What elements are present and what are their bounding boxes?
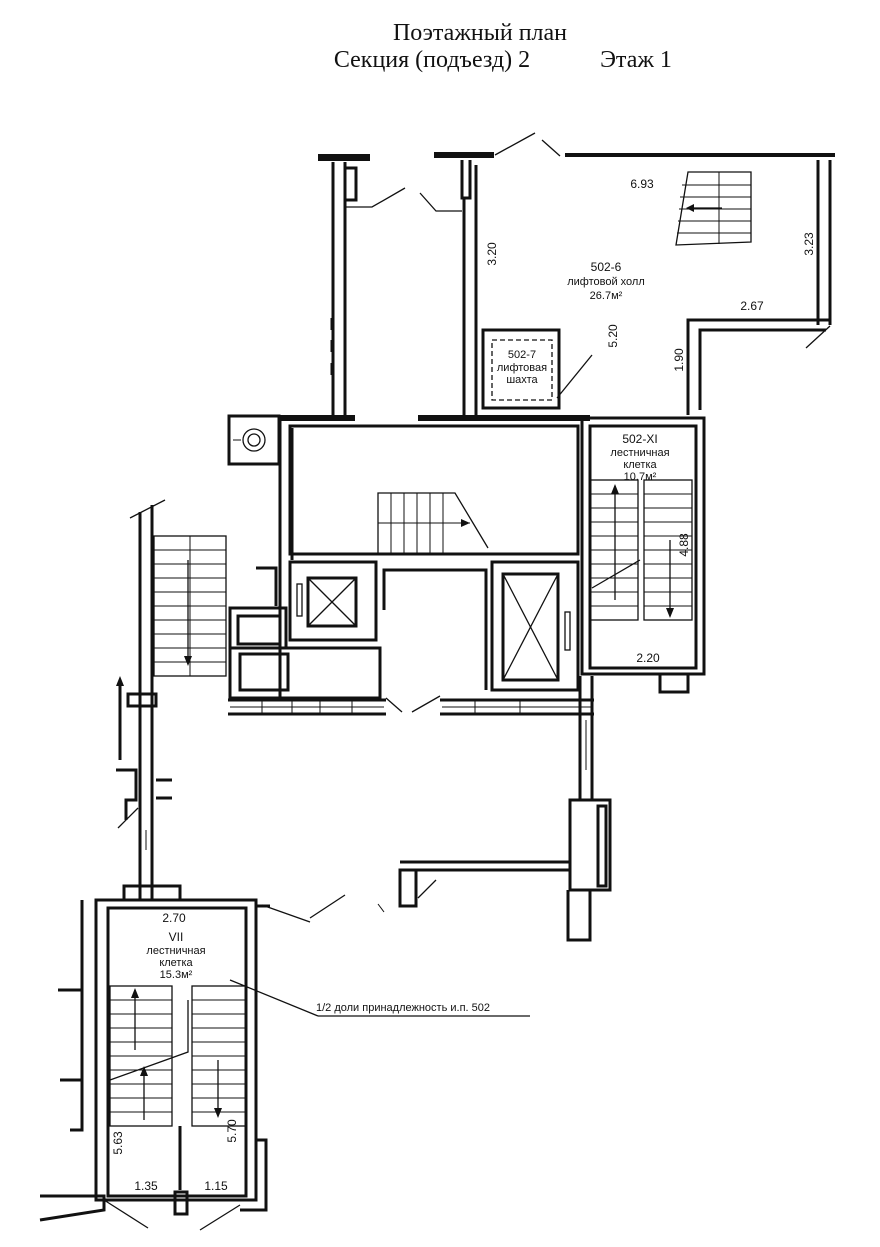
- shaft-name-1: лифтовая: [497, 362, 547, 374]
- stair-arrow-icon: [686, 204, 694, 212]
- ownership-note: 1/2 доли принадлежность и.п. 502: [229, 979, 530, 1017]
- stair-xi-name-2: клетка: [623, 459, 657, 471]
- central-core: [227, 414, 594, 716]
- plan-title: Поэтажный план: [393, 20, 567, 46]
- stair-cell-vii: 2.70 VII лестничная клетка 15.3м² 5.63 5…: [39, 884, 311, 1231]
- left-stair-down-arrow-icon: [184, 656, 192, 666]
- stair-vii-code: VII: [169, 930, 184, 944]
- stair-vii-down-arrow-icon: [214, 1108, 222, 1118]
- dim-3-23: 3.23: [802, 232, 816, 256]
- dim-1-35: 1.35: [134, 1179, 158, 1193]
- left-external-stair: [116, 499, 227, 900]
- stair-xi-up-arrow-icon: [611, 484, 619, 494]
- stair-cell-502-xi: 502-XI лестничная клетка 10.7м² 4.88 2.2…: [578, 416, 706, 800]
- section-label: Секция (подъезд) 2: [334, 47, 530, 73]
- dim-2-70: 2.70: [162, 911, 186, 925]
- dim-2-67: 2.67: [740, 299, 764, 313]
- dim-2-20: 2.20: [636, 651, 660, 665]
- shaft-code: 502-7: [508, 349, 536, 361]
- stair-xi-name-1: лестничная: [610, 447, 669, 459]
- dim-5-70: 5.70: [225, 1119, 239, 1143]
- ownership-note-text: 1/2 доли принадлежность и.п. 502: [316, 1002, 490, 1014]
- lift-hall-502-6: 6.93 3.20 3.23 2.67 5.20 1.90 502-6 лифт…: [419, 132, 835, 415]
- stair-xi-down-arrow-icon: [666, 608, 674, 618]
- dim-5-63: 5.63: [111, 1131, 125, 1155]
- dim-1-15: 1.15: [204, 1179, 228, 1193]
- stair-vii-name-2: клетка: [159, 957, 193, 969]
- core-stair-arrow-icon: [461, 519, 470, 527]
- hall-code: 502-6: [591, 260, 622, 274]
- hall-area: 26.7м²: [590, 290, 623, 302]
- stair-vii-name-1: лестничная: [146, 945, 205, 957]
- upper-left-corridor-walls: [318, 154, 406, 415]
- dim-4-88: 4.88: [677, 533, 691, 557]
- left-side-arrow-icon: [116, 676, 124, 686]
- lower-middle-walls: [309, 798, 612, 942]
- dim-3-20: 3.20: [485, 242, 499, 266]
- dim-1-90: 1.90: [672, 348, 686, 372]
- floor-label: Этаж 1: [600, 47, 672, 73]
- dim-5-20: 5.20: [606, 324, 620, 348]
- stair-vii-area: 15.3м²: [160, 969, 193, 981]
- stair-vii-up-arrow-icon-1: [131, 988, 139, 998]
- hall-name: лифтовой холл: [567, 276, 645, 288]
- stair-vii-up-arrow-icon-2: [140, 1066, 148, 1076]
- stair-xi-code: 502-XI: [622, 432, 657, 446]
- dim-6-93: 6.93: [630, 177, 654, 191]
- stair-xi-area: 10.7м²: [624, 471, 657, 483]
- shaft-name-2: шахта: [506, 374, 538, 386]
